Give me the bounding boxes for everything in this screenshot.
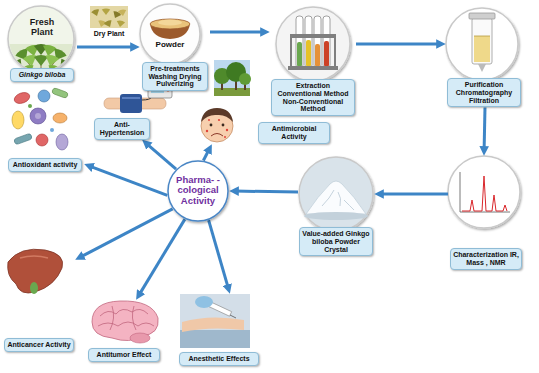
activity-box: Anticancer Activity [3,246,75,352]
pill-text: Value-added Ginkgo biloba Powder Crystal [299,227,373,256]
powder-circle: PowderPre-treatments Washing Drying Pulv… [140,4,210,91]
flow-arrow [80,209,172,257]
tree-photo [214,60,251,96]
flow-arrow [90,166,168,195]
activity-box: Antioxidant activity [4,88,84,172]
hub-circle: Pharma- -cological Activity [167,160,229,222]
pill-text: Antitumor Effect [88,348,160,362]
flow-arrow [203,149,209,160]
flow-arrow [235,190,298,194]
injection-photo [180,294,250,348]
flow-arrow [139,219,185,295]
label-holder: Dry Plant [86,30,132,38]
liver-icon [8,249,63,294]
spectrum-photo [448,156,520,228]
rash-face-icon [201,108,233,142]
pill-text: Anticancer Activity [4,338,74,352]
pill-text: Characterization IR, Mass , NMR [450,248,522,270]
pill-text: Antioxidant activity [8,158,82,172]
dry-plant-photo [90,6,128,29]
pill-text: Antimicrobial Activity [258,122,330,144]
pill-text: Pre-treatments Washing Drying Pulverizin… [142,62,208,91]
extraction-tubes-photo [276,7,350,81]
ctitle-text: Fresh Plant [20,18,64,38]
characterization-circle: Characterization IR, Mass , NMR [448,156,524,270]
ctext-text: Powder [150,41,190,50]
pill-text: Extraction Conventional Method Non-Conve… [271,79,355,116]
crystal-powder-photo [299,157,373,231]
flow-arrow [356,43,440,46]
pharma-text: Pharma- -cological Activity [171,175,225,208]
microbes-icon [12,87,69,150]
flow-arrow [209,220,229,288]
activity-box: Anesthetic Effects [178,294,262,366]
flow-arrow [380,193,448,196]
plant-circle: Fresh PlantGinkgo biloba [7,6,77,82]
powder-bowl-photo [140,4,200,64]
activity-box: Anti-Hypertension [94,84,174,140]
activity-box: Antimicrobial Activity [198,106,332,144]
purification-column-photo [446,8,518,80]
flow-arrow [77,46,134,49]
circle-shape [168,161,228,221]
flow-arrow [147,144,177,170]
extraction-circle: Extraction Conventional Method Non-Conve… [270,7,356,116]
pill-text: Purification Chromatography Filtration [447,78,521,107]
purification-circle: Purification Chromatography Filtration [446,8,522,107]
pill-text: Ginkgo biloba [10,68,74,82]
flow-arrow [210,31,264,34]
pill-text: Anti-Hypertension [94,118,150,140]
photo-caption: Dry Plant [86,30,132,38]
pill-text: Anesthetic Effects [179,352,259,366]
brain-icon [92,301,158,343]
flow-arrow [483,108,487,151]
activity-box: Antitumor Effect [86,300,162,362]
product-circle: Value-added Ginkgo biloba Powder Crystal [298,157,374,256]
